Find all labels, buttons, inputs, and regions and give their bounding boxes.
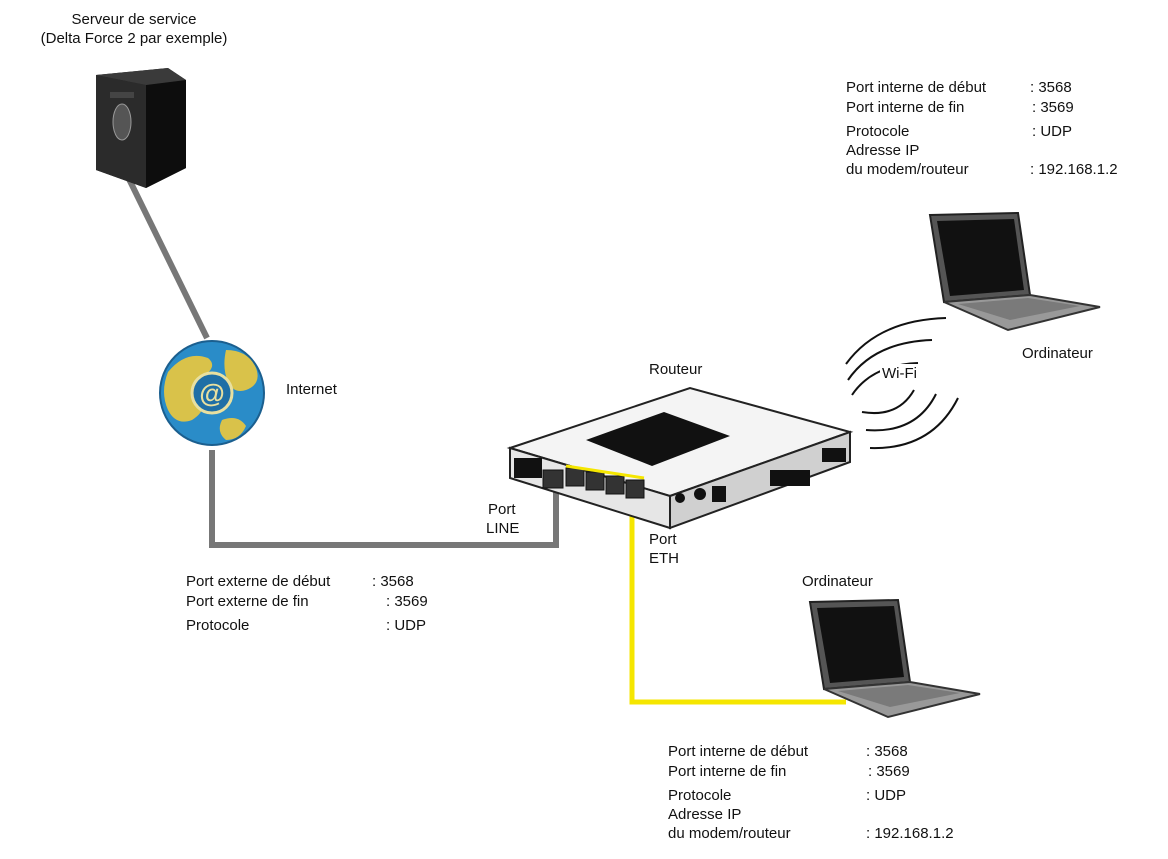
server-icon <box>96 68 186 188</box>
server-label-line2: (Delta Force 2 par exemple) <box>40 30 228 47</box>
wifi-start-value: : 3568 <box>1030 79 1072 96</box>
wifi-ip-label-2: du modem/routeur <box>846 161 969 178</box>
port-eth-label: Port ETH <box>649 530 679 568</box>
external-end-label: Port externe de fin <box>186 593 309 610</box>
wifi-end-label: Port interne de fin <box>846 99 965 116</box>
eth-start-label: Port interne de début <box>668 743 809 760</box>
router-icon <box>506 386 854 530</box>
external-proto-value: : UDP <box>386 617 427 634</box>
eth-ip-label-1: Adresse IP <box>668 806 742 823</box>
internet-router-cable <box>209 450 559 548</box>
wifi-end-value: : 3569 <box>1032 99 1074 116</box>
eth-cable <box>629 490 846 705</box>
port-eth-label-2: ETH <box>649 550 679 567</box>
wifi-computer-label: Ordinateur <box>1022 345 1093 362</box>
wifi-proto-value: : UDP <box>1032 123 1073 140</box>
external-end-value: : 3569 <box>386 593 428 610</box>
internet-label: Internet <box>286 381 337 398</box>
eth-end-label: Port interne de fin <box>668 763 787 780</box>
eth-start-value: : 3568 <box>866 743 908 760</box>
external-proto-label: Protocole <box>186 617 250 634</box>
svg-text:@: @ <box>199 378 224 408</box>
server-label: Serveur de service (Delta Force 2 par ex… <box>0 10 268 48</box>
eth-computer-settings: Port interne de début : 3568 Port interne… <box>668 742 954 843</box>
port-eth-label-1: Port <box>649 531 677 548</box>
wifi-ip-value: : 192.168.1.2 <box>1030 161 1118 178</box>
wifi-computer-settings: Port interne de début : 3568 Port interne… <box>846 78 1118 179</box>
external-settings: Port externe de début : 3568 Port externe… <box>186 572 428 635</box>
eth-computer-label: Ordinateur <box>802 573 873 590</box>
port-line-label-1: Port <box>488 501 516 518</box>
external-start-value: : 3568 <box>372 573 414 590</box>
wifi-proto-label: Protocole <box>846 123 910 140</box>
eth-proto-value: : UDP <box>866 787 907 804</box>
wifi-label: Wi-Fi <box>880 364 919 383</box>
server-label-line1: Serveur de service <box>71 11 197 28</box>
port-line-label-2: LINE <box>486 520 520 537</box>
eth-proto-label: Protocole <box>668 787 732 804</box>
wifi-start-label: Port interne de début <box>846 79 987 96</box>
eth-ip-value: : 192.168.1.2 <box>866 825 954 842</box>
laptop-eth-icon <box>808 598 981 719</box>
eth-ip-label-2: du modem/routeur <box>668 825 791 842</box>
wifi-waves-icon <box>845 317 959 450</box>
laptop-wifi-icon <box>928 211 1101 332</box>
port-line-label: Port LINE <box>486 500 519 538</box>
wifi-ip-label-1: Adresse IP <box>846 142 920 159</box>
server-internet-cable <box>124 173 210 340</box>
internet-globe-icon: @ <box>159 340 265 446</box>
external-start-label: Port externe de début <box>186 573 331 590</box>
router-label: Routeur <box>649 361 703 378</box>
eth-end-value: : 3569 <box>868 763 910 780</box>
